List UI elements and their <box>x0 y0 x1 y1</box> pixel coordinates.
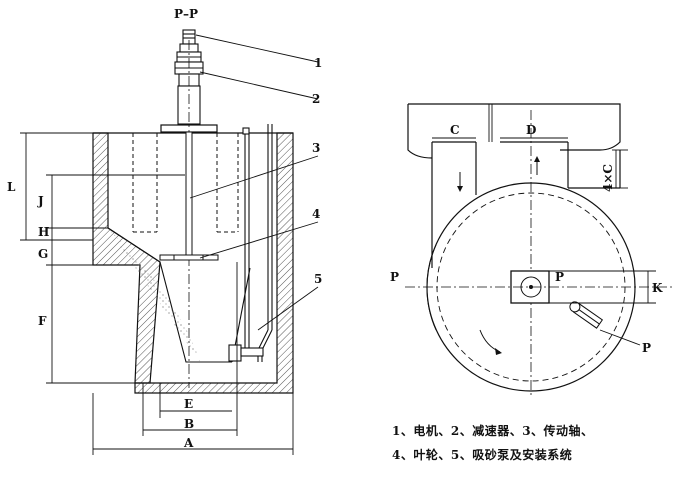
section-view: P–P 1 2 3 4 5 L J H G F E B A <box>7 7 322 455</box>
section-mark-lower: P <box>642 341 651 355</box>
dim-label-E: E <box>184 397 193 411</box>
drive-shaft <box>185 131 193 257</box>
dim-label-C: C <box>450 123 460 137</box>
dim-label-K: K <box>652 281 663 295</box>
impeller <box>159 254 219 261</box>
legend-line-1: 1、电机、2、减速器、3、传动轴、 <box>392 424 594 438</box>
dim-label-J: J <box>37 194 44 208</box>
dim-label-L: L <box>7 180 16 194</box>
legend-line-2: 4、叶轮、5、吸砂泵及安装系统 <box>392 448 573 462</box>
dim-label-H: H <box>38 225 49 239</box>
callout-1: 1 <box>314 56 322 70</box>
pump-symbol <box>569 301 604 329</box>
callout-5: 5 <box>314 272 322 286</box>
left-wall <box>92 132 161 384</box>
plan-view: C D 4×C K P P P <box>390 103 672 395</box>
dim-label-B: B <box>184 417 194 431</box>
section-mark-center: P <box>555 270 564 284</box>
dim-label-4C: 4×C <box>601 164 615 192</box>
dim-label-A: A <box>183 436 194 450</box>
inlet-channel <box>408 103 621 151</box>
dim-label-F: F <box>38 314 47 328</box>
callout-4: 4 <box>312 207 320 221</box>
callout-3: 3 <box>312 141 320 155</box>
section-mark-left: P <box>390 270 399 284</box>
callout-2: 2 <box>312 92 320 106</box>
dim-label-D: D <box>526 123 536 137</box>
section-title: P–P <box>174 7 198 21</box>
dim-label-G: G <box>38 247 48 261</box>
